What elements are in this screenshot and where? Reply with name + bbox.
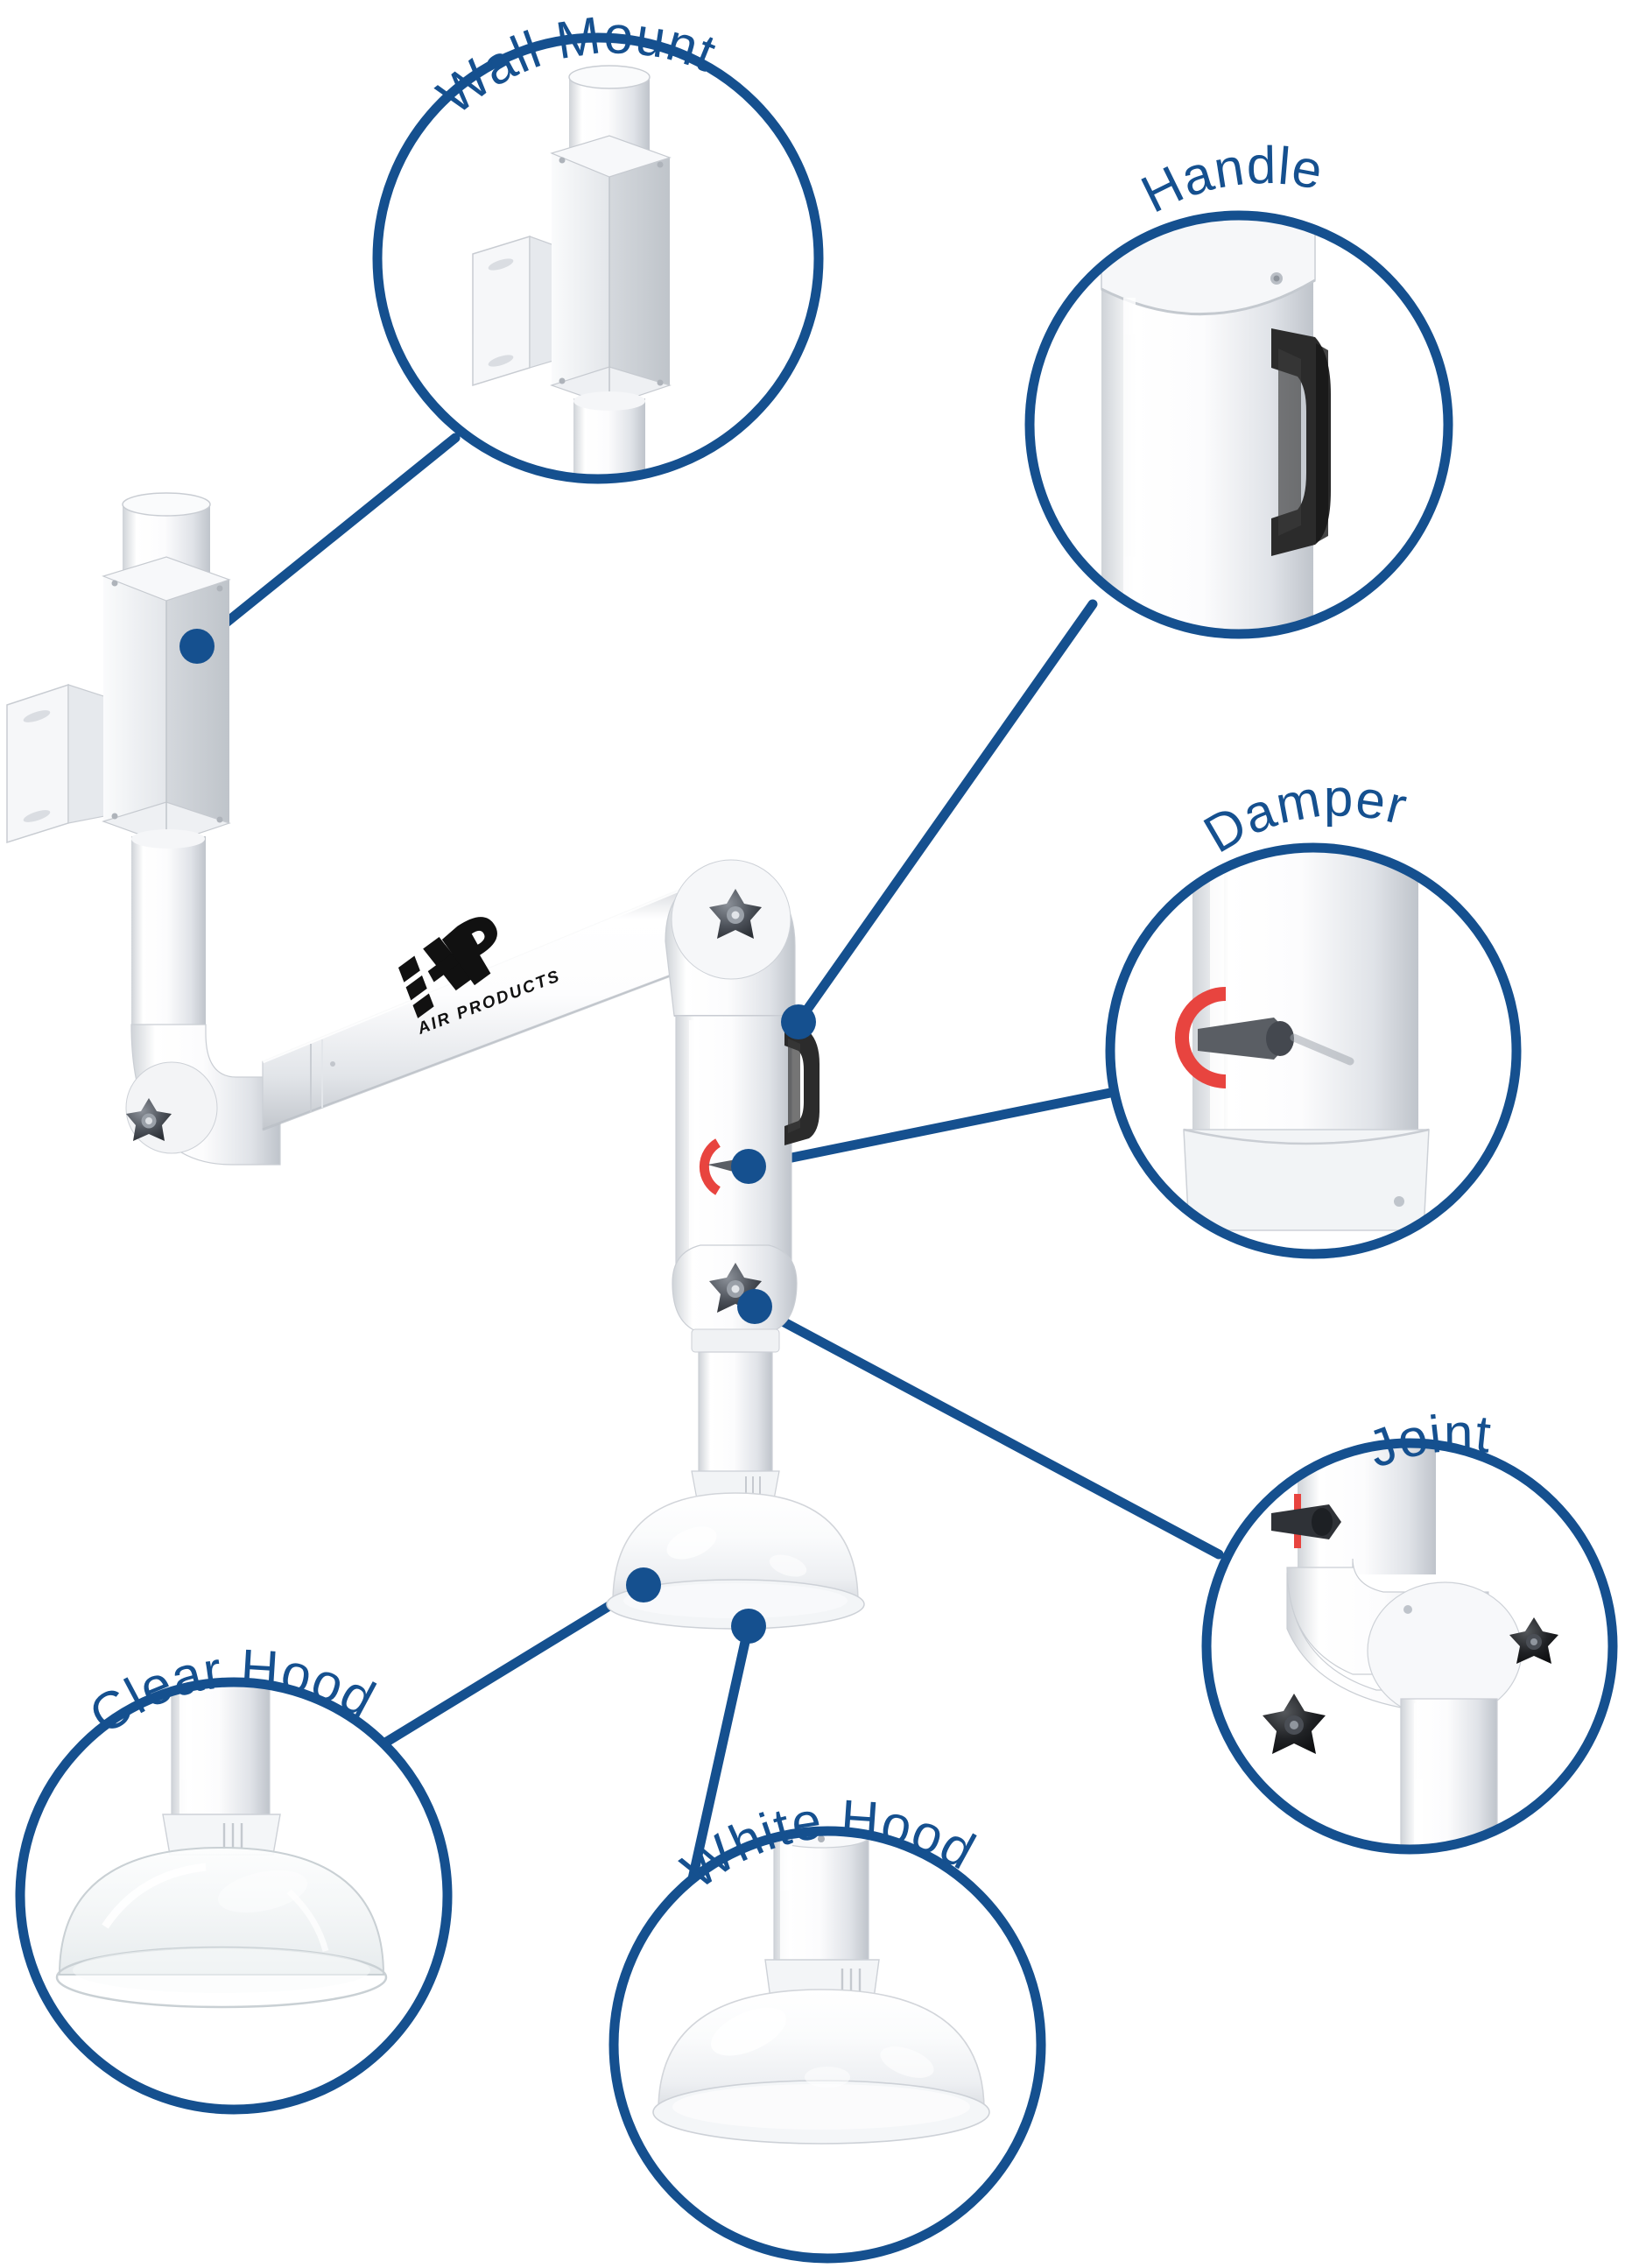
leader-line-damper: [743, 1088, 1115, 1172]
callout-handle-ring: [1024, 210, 1453, 639]
leader-line-joint: [749, 1301, 1224, 1560]
joint-damper-lever: [1271, 1494, 1341, 1548]
callout-white-hood-detail: [614, 1831, 1041, 2258]
callout-white-hood[interactable]: White Hood: [608, 1789, 1046, 2266]
product-illustration: AIR PRODUCTS: [6, 492, 865, 1630]
callout-damper-ring: [1105, 842, 1522, 1259]
callout-handle-label: Handle: [1132, 136, 1327, 224]
callout-damper[interactable]: Damper: [1105, 769, 1523, 1261]
callout-white-hood-ring: [608, 1826, 1046, 2264]
lower-left-elbow: [125, 1024, 281, 1166]
callout-joint-ring: [1201, 1438, 1618, 1855]
callout-clear-hood-ring: [15, 1677, 453, 2115]
joint-knob-right: [1509, 1617, 1558, 1664]
vertical-drop-tube: [675, 1015, 792, 1284]
elbow-knob-left: [126, 1098, 172, 1141]
leader-line-handle: [793, 599, 1098, 1027]
pivot-knob-top: [709, 889, 762, 939]
handle-grip: [784, 1025, 820, 1145]
callout-handle[interactable]: Handle: [1024, 136, 1458, 652]
callout-wall-mount-detail: [377, 38, 819, 479]
joint-knob-left: [1263, 1694, 1326, 1754]
anchor-dot-white-hood: [731, 1609, 766, 1644]
anchor-dot-damper: [731, 1149, 766, 1184]
callout-joint-detail: [1206, 1443, 1613, 1849]
wall-mount-housing: [102, 556, 231, 845]
callout-joint[interactable]: Joint: [1201, 1404, 1624, 1861]
anchor-dot-handle: [781, 1004, 816, 1039]
top-pivot-elbow: [665, 859, 796, 1017]
anchor-dot-joint: [737, 1289, 772, 1324]
main-hood-dome: [606, 1492, 865, 1630]
callout-clear-hood[interactable]: Clear Hood: [15, 1638, 453, 2115]
leader-anchor-dots: [179, 629, 816, 1644]
anchor-dot-clear-hood: [626, 1567, 661, 1602]
callout-wall-mount-ring: [372, 32, 824, 484]
callout-clear-hood-detail: [20, 1682, 447, 2110]
callout-damper-detail: [1110, 848, 1516, 1254]
upper-vertical-tube: [131, 829, 206, 1033]
hood-neck-tube: [691, 1351, 780, 1500]
callout-wall-mount[interactable]: Wall Mount: [372, 5, 827, 486]
leader-line-clear-hood: [373, 1580, 649, 1752]
mid-pivot-joint: [672, 1244, 798, 1353]
callout-handle-label-text: Handle: [1132, 136, 1326, 224]
leader-line-white-hood: [686, 1621, 754, 1888]
leader-lines: [192, 433, 1224, 1888]
iap-logo-mark: [398, 917, 497, 1018]
leader-line-wall-mount: [192, 433, 461, 652]
anchor-dot-wall-mount: [179, 629, 215, 664]
callout-handle-detail: [1030, 215, 1448, 634]
